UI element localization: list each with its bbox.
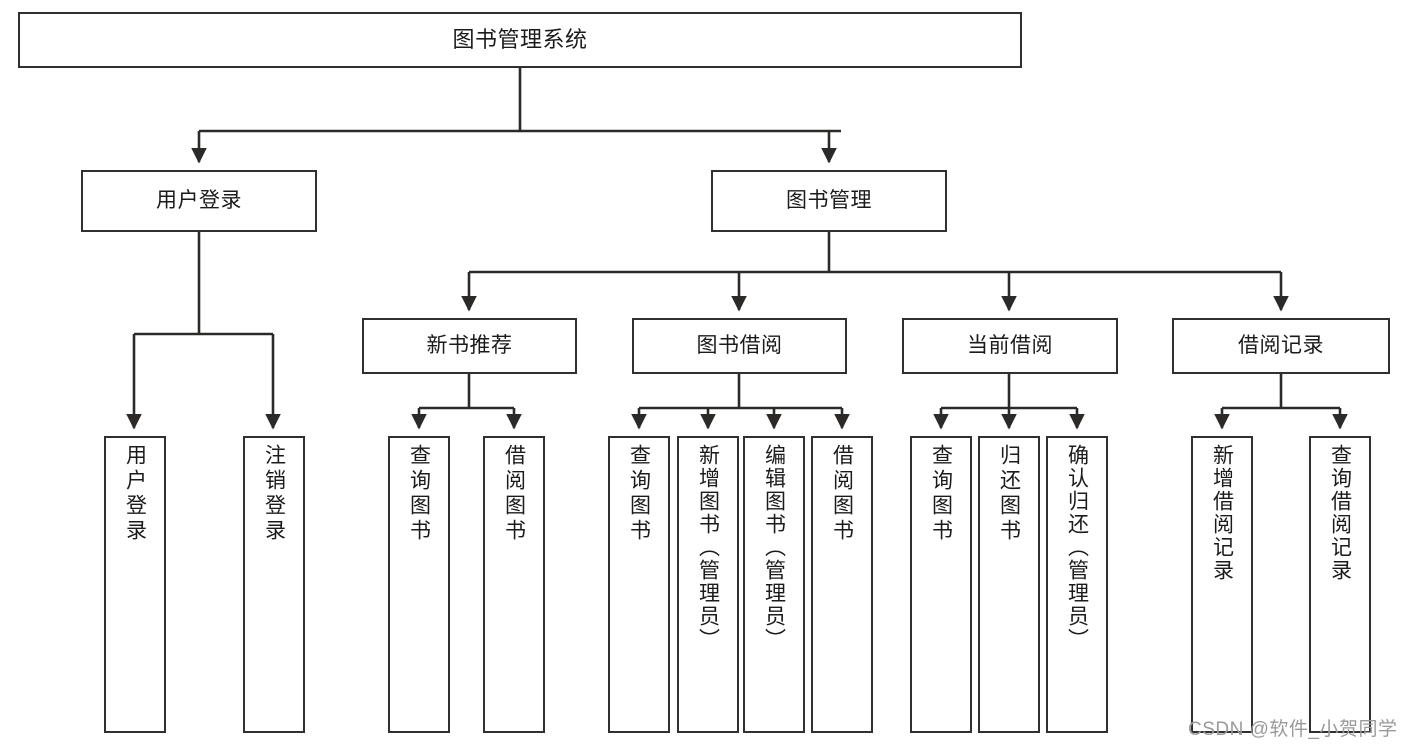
node-user-login-label: 用户登录 [156, 188, 242, 212]
node-leaf-add-record[interactable]: 新增借阅记录 [1191, 436, 1253, 733]
node-leaf-borrow-book-1[interactable]: 借阅图书 [483, 436, 545, 733]
node-borrow-record-label: 借阅记录 [1238, 333, 1324, 357]
node-leaf-return-book-label: 归还图书 [997, 444, 1021, 544]
node-user-login[interactable]: 用户登录 [81, 170, 317, 232]
node-current-borrow-label: 当前借阅 [967, 333, 1053, 357]
node-leaf-query-book-1[interactable]: 查询图书 [388, 436, 450, 733]
node-borrow-record[interactable]: 借阅记录 [1172, 318, 1390, 374]
node-leaf-return-book[interactable]: 归还图书 [978, 436, 1040, 733]
node-leaf-query-record-label: 查询借阅记录 [1328, 444, 1352, 582]
node-leaf-add-book[interactable]: 新增图书（管理员） [677, 436, 739, 733]
node-leaf-edit-book-label: 编辑图书（管理员） [762, 444, 786, 651]
node-root[interactable]: 图书管理系统 [18, 12, 1022, 68]
node-leaf-query-book-2-label: 查询图书 [627, 444, 651, 544]
node-new-book-recommend-label: 新书推荐 [426, 333, 513, 357]
node-leaf-logout-login[interactable]: 注销登录 [243, 436, 305, 733]
node-leaf-query-book-2[interactable]: 查询图书 [608, 436, 670, 733]
node-leaf-query-book-1-label: 查询图书 [407, 444, 431, 544]
node-leaf-borrow-book-1-label: 借阅图书 [502, 444, 526, 544]
node-leaf-query-book-3-label: 查询图书 [929, 444, 953, 544]
node-book-manage[interactable]: 图书管理 [711, 170, 947, 232]
node-book-borrow[interactable]: 图书借阅 [632, 318, 847, 374]
node-leaf-query-record[interactable]: 查询借阅记录 [1309, 436, 1371, 733]
node-leaf-add-book-label: 新增图书（管理员） [696, 444, 720, 651]
node-leaf-borrow-book-2-label: 借阅图书 [830, 444, 854, 544]
node-book-manage-label: 图书管理 [786, 188, 872, 212]
node-leaf-add-record-label: 新增借阅记录 [1210, 444, 1234, 582]
node-current-borrow[interactable]: 当前借阅 [902, 318, 1118, 374]
node-leaf-logout-login-label: 注销登录 [262, 444, 286, 544]
csdn-watermark: CSDN @软件_小贺同学 [1188, 719, 1398, 740]
node-leaf-user-login[interactable]: 用户登录 [104, 436, 166, 733]
node-leaf-borrow-book-2[interactable]: 借阅图书 [811, 436, 873, 733]
node-leaf-edit-book[interactable]: 编辑图书（管理员） [743, 436, 805, 733]
node-root-label: 图书管理系统 [452, 27, 588, 53]
node-leaf-user-login-label: 用户登录 [123, 444, 147, 544]
node-leaf-confirm-return[interactable]: 确认归还（管理员） [1046, 436, 1108, 733]
node-leaf-query-book-3[interactable]: 查询图书 [910, 436, 972, 733]
node-leaf-confirm-return-label: 确认归还（管理员） [1065, 444, 1089, 651]
node-book-borrow-label: 图书借阅 [696, 333, 783, 357]
node-new-book-recommend[interactable]: 新书推荐 [362, 318, 577, 374]
